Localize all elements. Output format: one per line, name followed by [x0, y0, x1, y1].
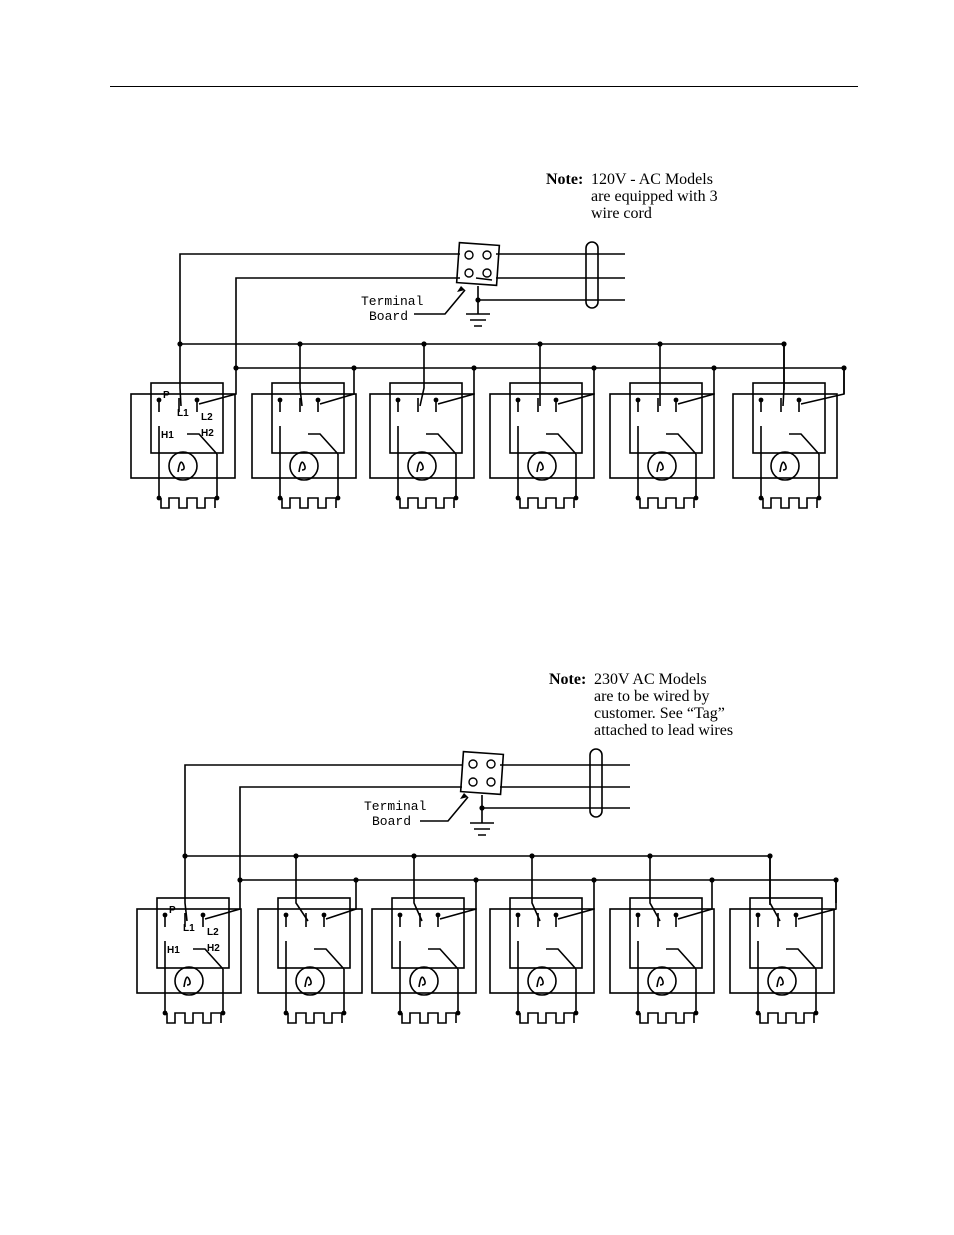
note-label: Note:	[546, 171, 584, 188]
indicator-lamp-icon	[295, 966, 325, 996]
switch-housing	[489, 908, 595, 994]
indicator-lamp-icon	[168, 451, 198, 481]
note-line-2: are equipped with 3	[591, 188, 718, 205]
heating-element-icon	[166, 1012, 222, 1024]
switch-housing	[130, 393, 236, 479]
switch-housing	[489, 393, 595, 479]
range-element-6	[732, 344, 845, 509]
switch-label-l1: L1	[183, 923, 195, 934]
header-rule	[110, 86, 858, 87]
switch-label-h1: H1	[161, 430, 174, 441]
switch-label-h1: H1	[167, 945, 180, 956]
switch-housing	[609, 393, 715, 479]
heating-element-icon	[759, 1012, 815, 1024]
heating-element-icon	[287, 1012, 343, 1024]
indicator-lamp-icon	[770, 451, 800, 481]
note-line-2: are to be wired by	[594, 688, 710, 705]
switch-housing	[609, 908, 715, 994]
switch-label-h2: H2	[207, 943, 220, 954]
switch-housing	[371, 908, 477, 994]
heating-element-icon	[160, 497, 216, 509]
switch-label-l2: L2	[207, 927, 219, 938]
range-element-4	[489, 344, 595, 509]
range-element-5	[609, 344, 715, 509]
switch-label-l2: L2	[201, 412, 213, 423]
terminal-label: Terminal	[364, 799, 427, 814]
indicator-lamp-icon	[289, 451, 319, 481]
heating-element-icon	[281, 497, 337, 509]
heating-element-icon	[519, 1012, 575, 1024]
note-line-1: 230V AC Models	[594, 671, 707, 688]
switch-housing	[729, 908, 835, 994]
indicator-lamp-icon	[647, 966, 677, 996]
range-element-2	[257, 856, 363, 1024]
terminal-label-board: Board	[372, 814, 411, 829]
indicator-lamp-icon	[527, 966, 557, 996]
switch-label-l1: L1	[177, 408, 189, 419]
note-line-3: wire cord	[591, 205, 652, 222]
heating-element-icon	[399, 497, 455, 509]
note-line-4: attached to lead wires	[594, 722, 734, 739]
indicator-lamp-icon	[407, 451, 437, 481]
note-line-3: customer. See “Tag”	[594, 705, 725, 722]
range-element-6	[729, 856, 837, 1024]
range-element-2	[251, 344, 357, 509]
range-element-3	[369, 344, 475, 509]
indicator-lamp-icon	[409, 966, 439, 996]
indicator-lamp-icon	[527, 451, 557, 481]
switch-label-h2: H2	[201, 428, 214, 439]
switch-housing	[257, 908, 363, 994]
heating-element-icon	[762, 497, 818, 509]
heating-element-icon	[519, 497, 575, 509]
heating-element-icon	[639, 1012, 695, 1024]
terminal-label: Terminal	[361, 294, 424, 309]
note-line-1: 120V - AC Models	[591, 171, 713, 188]
terminal-label-board: Board	[369, 309, 408, 324]
switch-housing	[251, 393, 357, 479]
range-element-3	[371, 856, 477, 1024]
heating-element-icon	[401, 1012, 457, 1024]
switch-housing	[136, 908, 242, 994]
switch-label-p: P	[169, 905, 176, 916]
indicator-lamp-icon	[174, 966, 204, 996]
indicator-lamp-icon	[767, 966, 797, 996]
range-element-5	[609, 856, 715, 1024]
switch-label-p: P	[163, 390, 170, 401]
switch-housing	[732, 393, 838, 479]
note-label: Note:	[549, 671, 587, 688]
indicator-lamp-icon	[647, 451, 677, 481]
range-element-4	[489, 856, 595, 1024]
heating-element-icon	[639, 497, 695, 509]
